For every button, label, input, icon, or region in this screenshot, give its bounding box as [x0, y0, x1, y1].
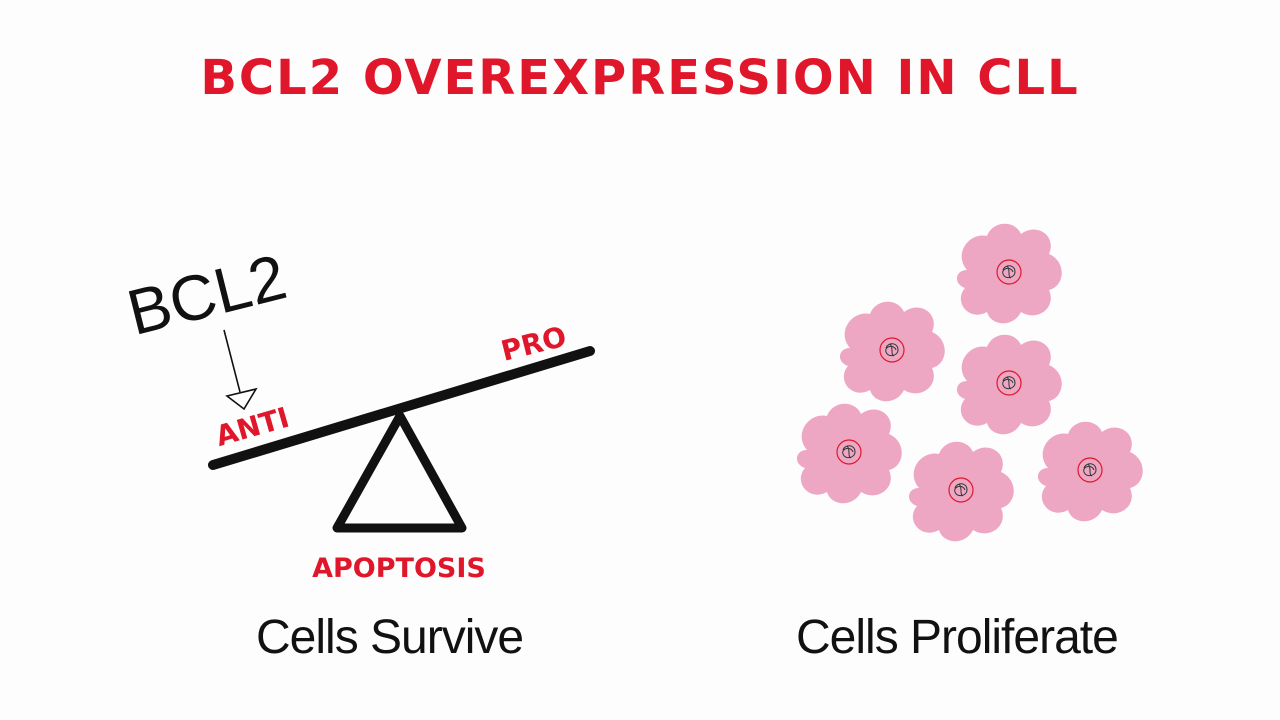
arrow-head-icon	[225, 387, 258, 411]
fulcrum-triangle	[332, 411, 467, 533]
cell	[956, 334, 1062, 435]
cell-cluster	[796, 223, 1143, 542]
bcl2-arrow	[223, 329, 258, 411]
bcl2-label: BCL2	[120, 240, 293, 349]
apoptosis-label: APOPTOSIS	[312, 553, 486, 584]
seesaw	[208, 346, 595, 533]
cell	[956, 223, 1062, 324]
cells-survive-caption: Cells Survive	[256, 611, 524, 664]
cell	[839, 301, 945, 402]
cell	[796, 403, 902, 504]
cell	[908, 441, 1014, 542]
cell	[1037, 421, 1143, 522]
seesaw-beam	[208, 346, 595, 470]
slide-title: BCL2 OVEREXPRESSION IN CLL	[200, 50, 1080, 106]
cells-proliferate-caption: Cells Proliferate	[796, 611, 1119, 664]
